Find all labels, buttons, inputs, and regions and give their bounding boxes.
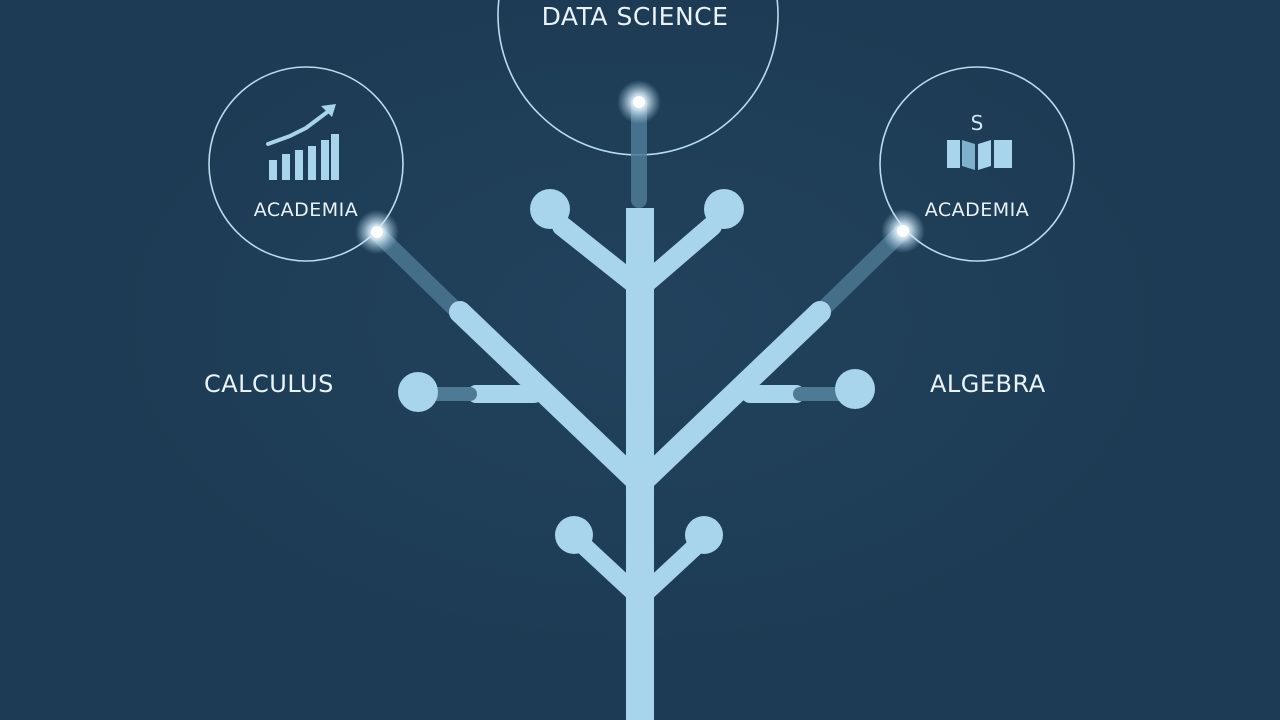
right-node-circle (879, 66, 1075, 262)
side-offshoot-right-node (835, 369, 875, 409)
calculus-label: CALCULUS (204, 370, 334, 398)
lower-branch-right-node (685, 516, 723, 554)
upper-branch-right (630, 216, 722, 298)
upper-branch-left-node (530, 189, 570, 229)
right-academia-label: ACADEMIA (924, 199, 1030, 221)
left-node-circle (208, 66, 404, 262)
upper-branch-right-node (704, 189, 744, 229)
dollar-book-icon: S (947, 111, 1012, 170)
lower-branch-left (575, 537, 649, 607)
mid-branch-right (629, 301, 831, 495)
left-academia-label: ACADEMIA (253, 199, 359, 221)
svg-text:S: S (971, 111, 984, 135)
lower-branch-right (631, 537, 705, 607)
rising-bar-chart-icon (266, 104, 339, 180)
data-science-label: DATA SCIENCE (541, 2, 729, 31)
lower-branch-left-node (555, 516, 593, 554)
algebra-label: ALGEBRA (930, 370, 1046, 398)
mid-branch-left (449, 301, 651, 495)
upper-branch-left (552, 216, 650, 298)
side-offshoot-left-node (398, 372, 438, 412)
